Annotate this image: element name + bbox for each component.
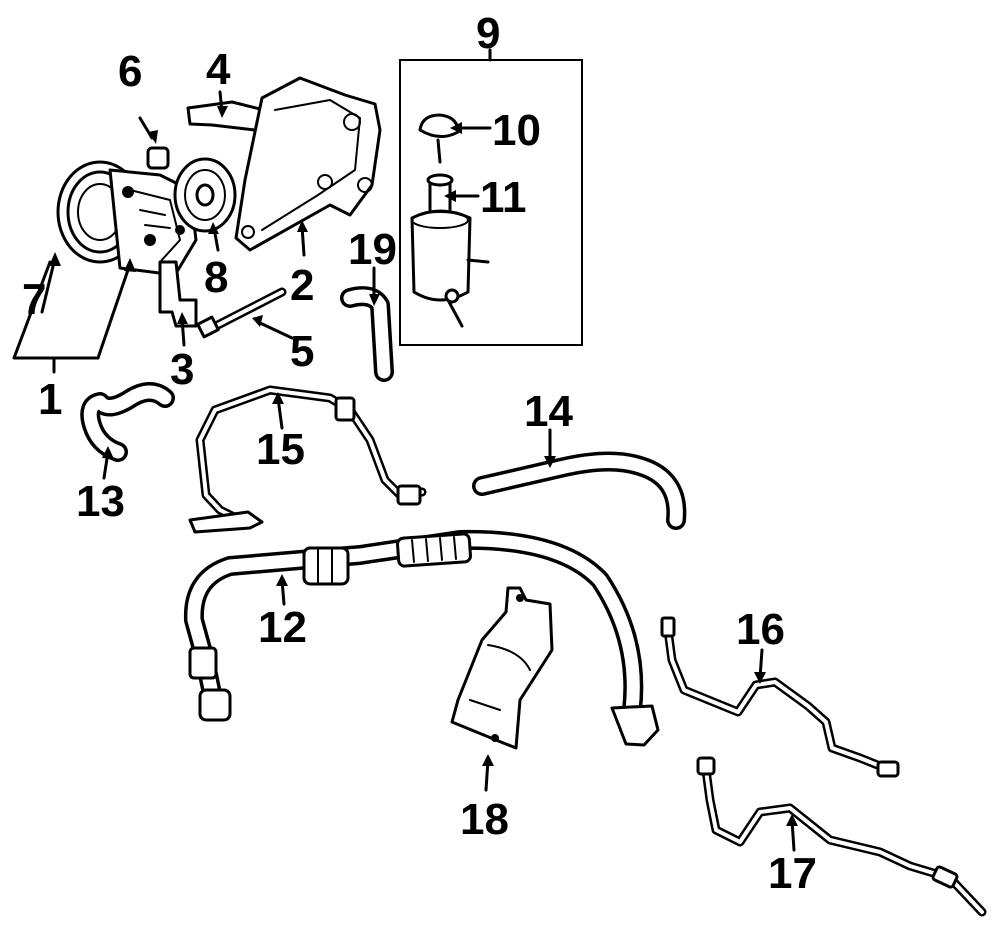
callout-1: 1 — [38, 375, 62, 424]
callout-16: 16 — [736, 605, 785, 654]
callout-11: 11 — [480, 173, 527, 222]
callout-7: 7 — [22, 275, 46, 324]
leader-lines — [12, 48, 798, 852]
cooler-line-upper — [660, 616, 900, 778]
callout-9: 9 — [476, 9, 500, 58]
callout-13: 13 — [76, 477, 125, 526]
callout-12: 12 — [258, 603, 307, 652]
idler-pulley — [173, 157, 237, 233]
heat-shield — [450, 586, 554, 750]
callout-4: 4 — [206, 45, 231, 94]
callout-19: 19 — [348, 225, 397, 274]
callout-2: 2 — [290, 261, 314, 310]
callout-15: 15 — [256, 425, 305, 474]
callout-6: 6 — [118, 47, 142, 96]
callout-18: 18 — [460, 795, 509, 844]
reservoir — [410, 173, 490, 328]
pressure-line — [188, 385, 427, 534]
callout-10: 10 — [492, 106, 541, 155]
pump-assembly — [56, 160, 198, 277]
callout-labels: 1 2 3 4 5 6 7 8 9 10 11 12 13 14 15 16 1… — [22, 9, 817, 898]
reservoir-hose — [340, 286, 394, 382]
callout-8: 8 — [204, 253, 228, 302]
mounting-bracket — [234, 76, 382, 252]
callout-3: 3 — [170, 345, 194, 394]
reservoir-cap — [418, 113, 460, 164]
return-hose — [472, 451, 687, 530]
callout-17: 17 — [768, 849, 817, 898]
high-pressure-hose — [183, 529, 660, 747]
pump-bracket — [158, 260, 198, 328]
callout-5: 5 — [290, 327, 314, 376]
bushing — [146, 146, 170, 170]
suction-hose — [80, 382, 175, 462]
callout-14: 14 — [524, 387, 573, 436]
cooler-line-lower — [696, 756, 987, 917]
bolt — [196, 287, 287, 339]
